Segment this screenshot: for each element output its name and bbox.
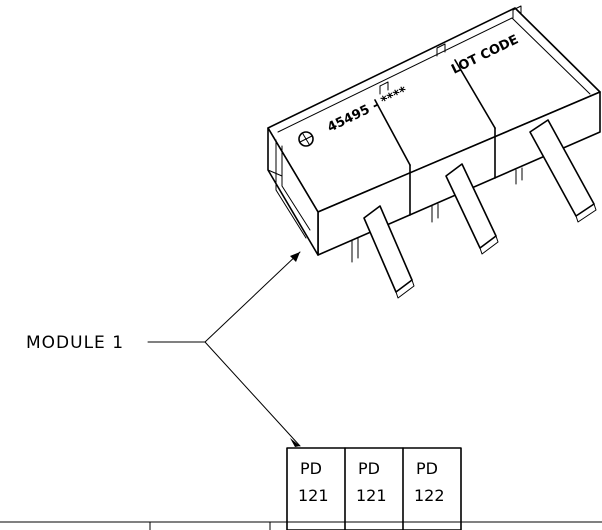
- cell-table: [0, 447, 602, 530]
- blade-terminal-2: [445, 163, 499, 255]
- blade-terminal-1: [363, 205, 415, 299]
- cell-2-label: PD: [358, 459, 380, 478]
- module-callout-label: MODULE 1: [26, 333, 124, 353]
- cell-3-number: 122: [414, 486, 445, 505]
- cell-2-number: 121: [356, 486, 387, 505]
- cell-1-number: 121: [298, 486, 329, 505]
- blade-terminal-3: [529, 119, 597, 223]
- pins: [351, 167, 523, 263]
- callout-leader: [147, 251, 301, 447]
- cell-1-label: PD: [300, 459, 322, 478]
- logo-icon: [298, 131, 314, 147]
- cell-3-label: PD: [416, 459, 438, 478]
